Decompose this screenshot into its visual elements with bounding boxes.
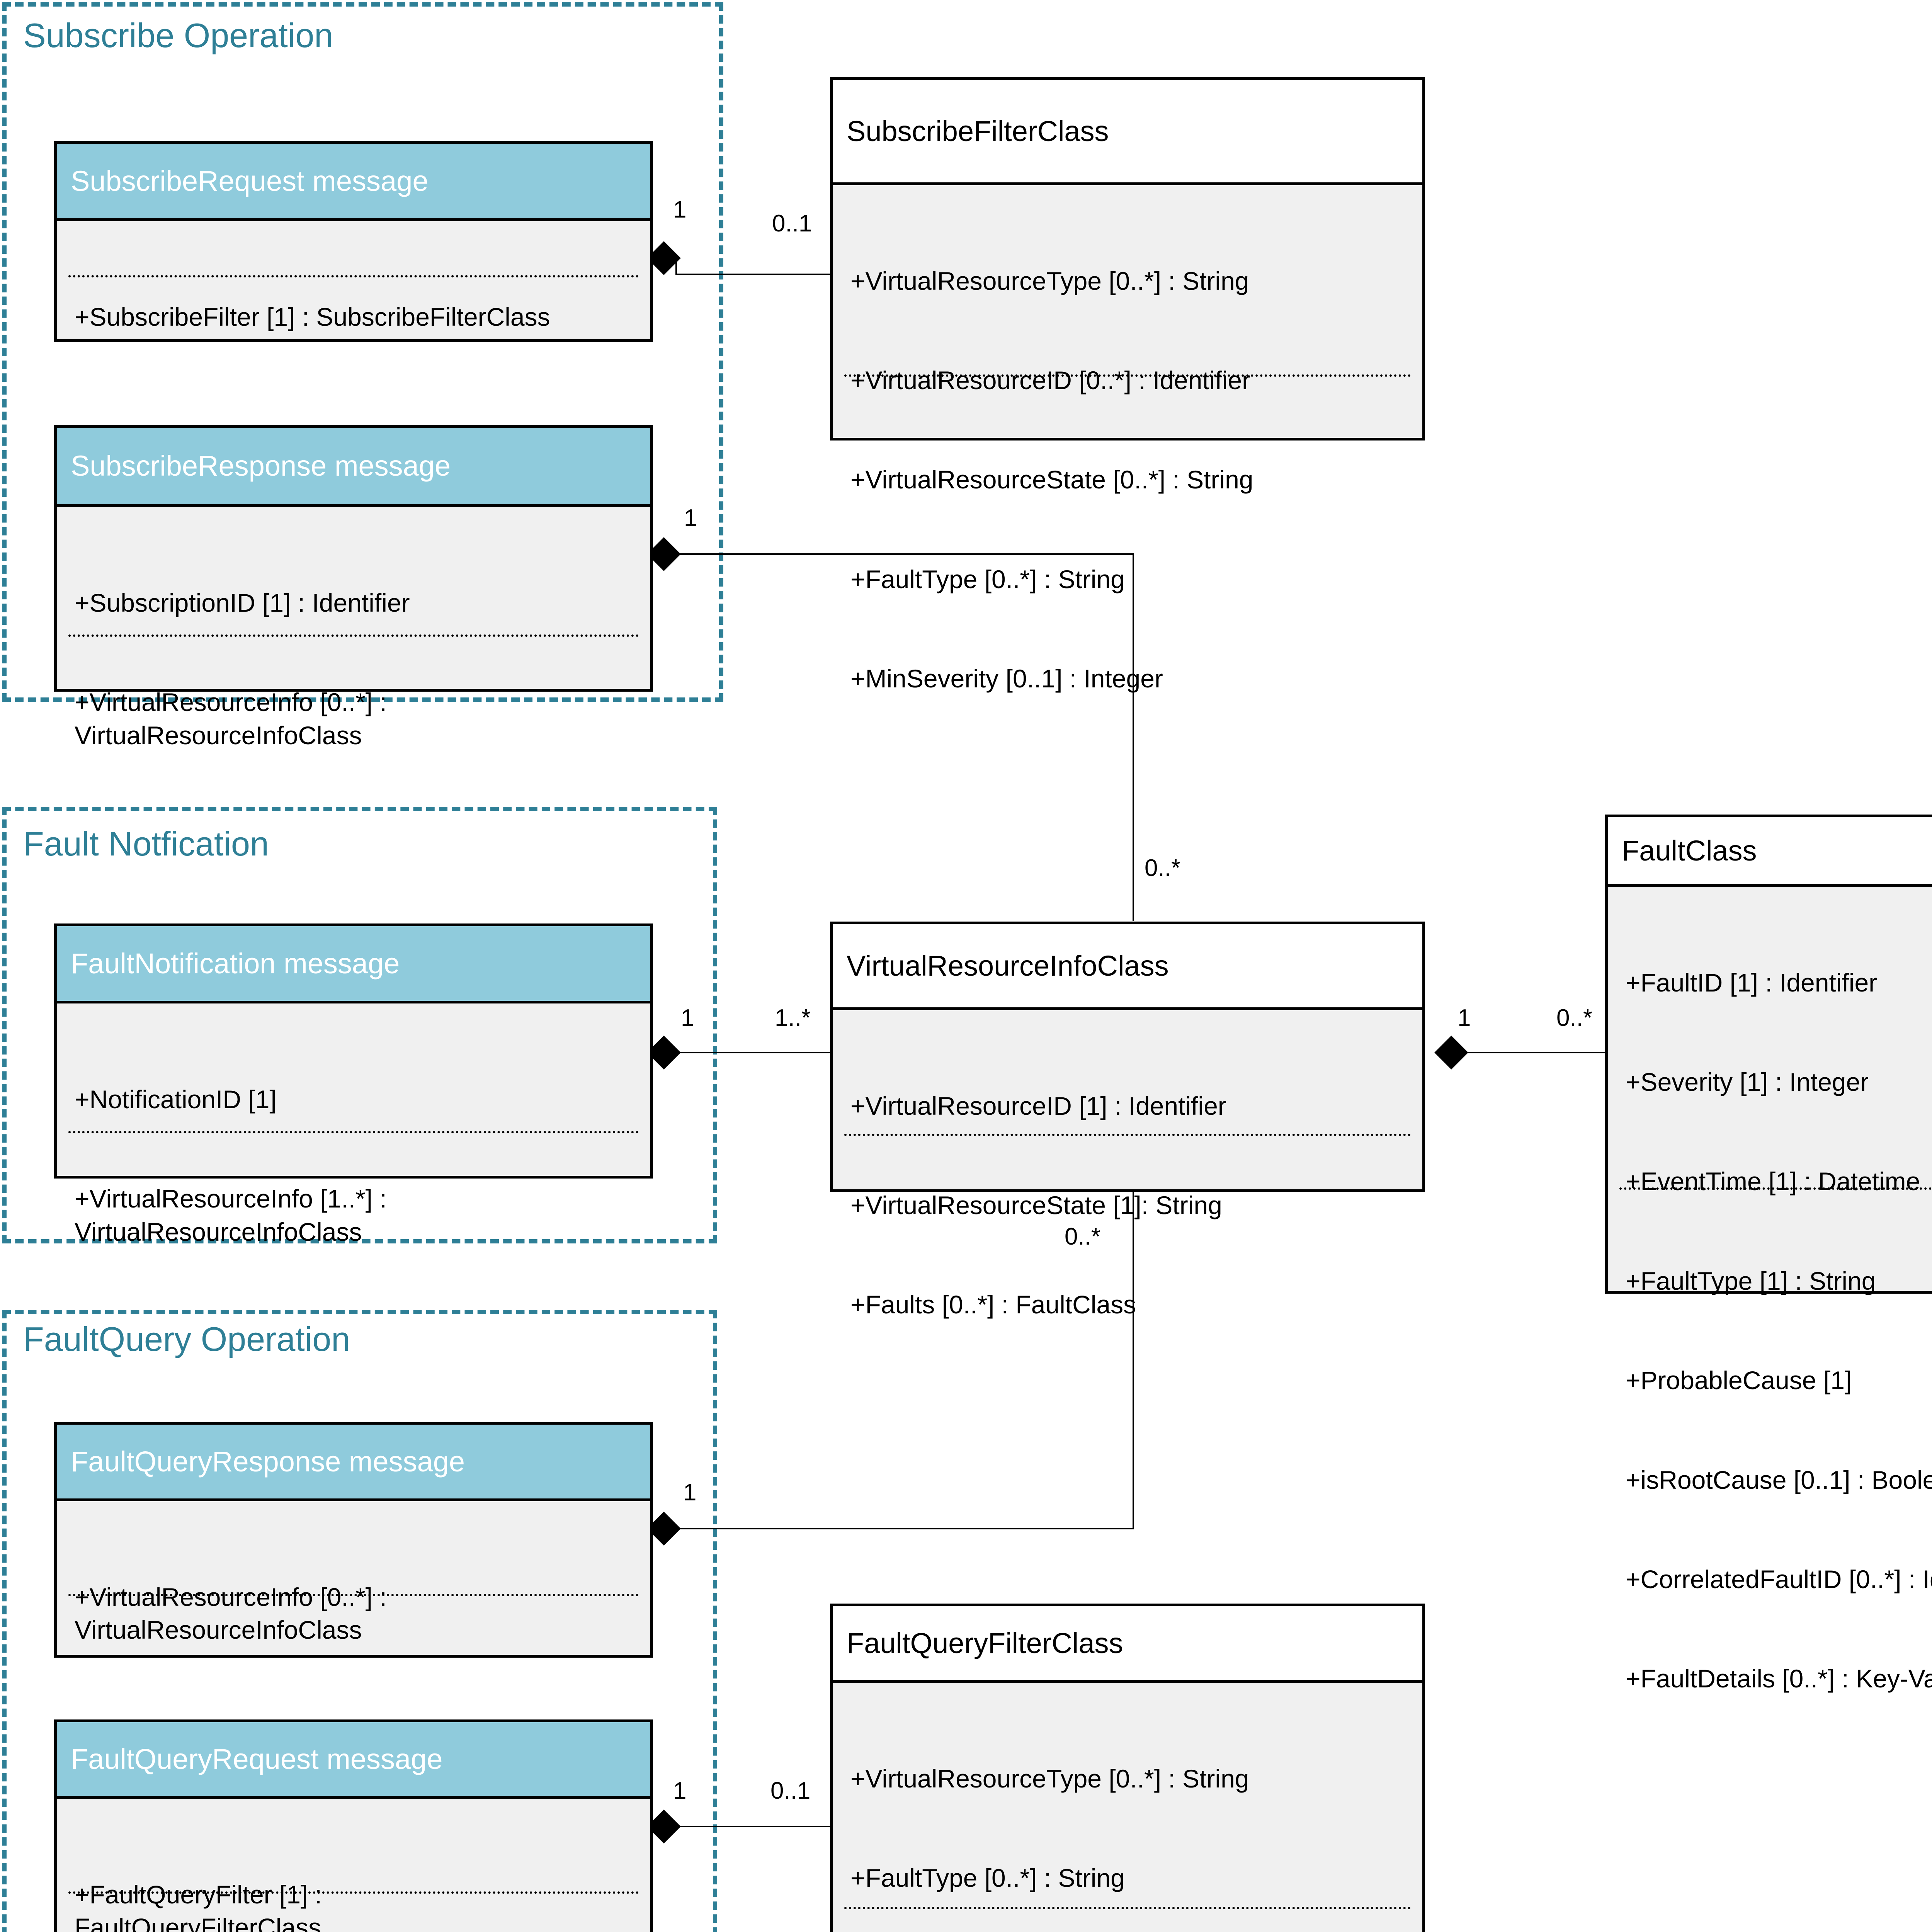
box-faultquery-request[interactable]: FaultQueryRequest message +FaultQueryFil… [54,1719,653,1932]
connector-req-filter-h2 [675,274,830,275]
box-title-faultquery-request: FaultQueryRequest message [57,1722,650,1799]
connector-req-filter-v [675,258,677,275]
attribute-separator [68,1594,639,1596]
attribute: +Faults [0..*] : FaultClass [850,1290,1136,1319]
attribute: +VirtualResourceInfo [0..*] : VirtualRes… [75,1582,387,1645]
box-body-subscribe-filter-class: +VirtualResourceType [0..*] : String +Vi… [833,185,1422,795]
mult-vri-fault-source: 1 [1458,1005,1471,1031]
box-title-fault-notification: FaultNotification message [57,926,650,1003]
attribute: +VirtualResourceState [0..*] : String [850,465,1253,494]
attribute: +FaultType [0..*] : String [850,1863,1125,1892]
attribute-separator [68,1891,639,1894]
box-subscribe-response[interactable]: SubscribeResponse message +SubscriptionI… [54,425,653,750]
attribute: +CorrelatedFaultID [0..*] : Identifier [1626,1565,1932,1594]
attribute: +MinSeverity [0..1] : Integer [850,664,1163,693]
box-body-fault-notification: +NotificationID [1] +VirtualResourceInfo… [57,1003,650,1348]
box-body-subscribe-request: +SubscribeFilter [1] : SubscribeFilterCl… [57,221,650,433]
attribute: +SubscribeFilter [1] : SubscribeFilterCl… [75,302,550,331]
box-subscribe-filter-class[interactable]: SubscribeFilterClass +VirtualResourceTyp… [830,77,1425,693]
attribute: +FaultQueryFilter [1] : FaultQueryFilter… [75,1880,322,1932]
box-body-faultquery-request: +FaultQueryFilter [1] : FaultQueryFilter… [57,1799,650,1932]
box-body-faultquery-filter-class: +VirtualResourceType [0..*] : String +Fa… [833,1683,1422,1932]
box-fault-class[interactable]: FaultClass +FaultID [1] : Identifier +Se… [1605,815,1932,1693]
attribute: +VirtualResourceState [1]: String [850,1190,1222,1219]
mult-qresp-vri-source: 1 [683,1479,697,1506]
attribute: +FaultType [1] : String [1626,1266,1876,1295]
connector-notif-vri-h [667,1052,830,1053]
attribute: +NotificationID [1] [75,1085,277,1114]
mult-req-filter-source: 1 [673,196,687,223]
group-title-subscribe-operation: Subscribe Operation [23,16,333,54]
connector-qreq-qfilter-h [667,1826,830,1827]
mult-req-filter-target: 0..1 [772,210,812,237]
box-faultquery-response[interactable]: FaultQueryResponse message +VirtualResou… [54,1422,653,1658]
mult-resp-vri-source: 1 [684,505,697,531]
attribute: +SubscriptionID [1] : Identifier [75,588,410,617]
attribute-separator [68,634,639,637]
attribute-separator [844,1134,1411,1136]
box-title-subscribe-response: SubscribeResponse message [57,428,650,507]
box-title-faultquery-filter-class: FaultQueryFilterClass [833,1606,1422,1683]
box-body-fault-class: +FaultID [1] : Identifier +Severity [1] … [1608,887,1932,1795]
mult-notif-vri-target: 1..* [775,1005,811,1031]
group-fault-notification [2,807,717,1243]
box-title-subscribe-filter-class: SubscribeFilterClass [833,80,1422,185]
box-fault-notification[interactable]: FaultNotification message +NotificationI… [54,923,653,1246]
connector-vri-fault-h [1462,1052,1605,1053]
attribute: +VirtualResourceInfo [0..*] : VirtualRes… [75,687,387,750]
box-faultquery-filter-class[interactable]: FaultQueryFilterClass +VirtualResourceTy… [830,1604,1425,1932]
attribute: +FaultType [0..*] : String [850,565,1125,594]
attribute: +isRootCause [0..1] : Boolean [1626,1465,1932,1494]
attribute: +FaultID [1] : Identifier [1626,968,1878,997]
connector-resp-vri-v [1133,553,1134,921]
attribute-separator [68,275,639,277]
attribute: +FaultDetails [0..*] : Key-Value pairs [1626,1664,1932,1693]
box-title-faultquery-response: FaultQueryResponse message [57,1425,650,1501]
attribute: +EventTime [1] : Datetime [1626,1167,1920,1196]
group-title-faultquery-operation: FaultQuery Operation [23,1320,350,1358]
mult-resp-vri-target: 0..* [1145,855,1181,881]
attribute: +ProbableCause [1] [1626,1366,1852,1395]
box-body-faultquery-response: +VirtualResourceInfo [0..*] : VirtualRes… [57,1501,650,1747]
box-body-subscribe-response: +SubscriptionID [1] : Identifier +Virtua… [57,507,650,852]
group-title-fault-notification: Fault Notfication [23,825,269,863]
mult-qreq-qfilter-source: 1 [673,1777,687,1804]
box-body-virtual-resource-info-class: +VirtualResourceID [1] : Identifier +Vir… [833,1010,1422,1421]
attribute-separator [1619,1187,1932,1190]
mult-qresp-vri-target: 0..* [1065,1223,1101,1250]
attribute: +VirtualResourceType [0..*] : String [850,266,1249,295]
attribute: +VirtualResourceType [0..*] : String [850,1764,1249,1793]
attribute-separator [844,1907,1411,1909]
attribute-separator [68,1131,639,1133]
mult-vri-fault-target: 0..* [1556,1005,1593,1031]
box-subscribe-request[interactable]: SubscribeRequest message +SubscribeFilte… [54,141,653,342]
attribute: +Severity [1] : Integer [1626,1067,1869,1096]
group-faultquery-operation [2,1310,717,1932]
group-subscribe-operation [2,2,723,702]
box-title-subscribe-request: SubscribeRequest message [57,144,650,221]
connector-resp-vri-h [667,553,1134,555]
attribute: +VirtualResourceID [1] : Identifier [850,1091,1226,1120]
diamond-vri-fault [1434,1036,1468,1070]
box-title-virtual-resource-info-class: VirtualResourceInfoClass [833,924,1422,1010]
box-title-fault-class: FaultClass [1608,817,1932,887]
box-virtual-resource-info-class[interactable]: VirtualResourceInfoClass +VirtualResourc… [830,922,1425,1319]
connector-qresp-vri-h [667,1528,1134,1529]
attribute: +VirtualResourceID [0..*] : Identifier [850,366,1251,395]
connector-qresp-vri-v [1133,1182,1134,1529]
attribute: +VirtualResourceInfo [1..*] : VirtualRes… [75,1184,387,1246]
attribute-separator [844,374,1411,377]
mult-notif-vri-source: 1 [681,1005,694,1031]
mult-qreq-qfilter-target: 0..1 [770,1777,811,1804]
